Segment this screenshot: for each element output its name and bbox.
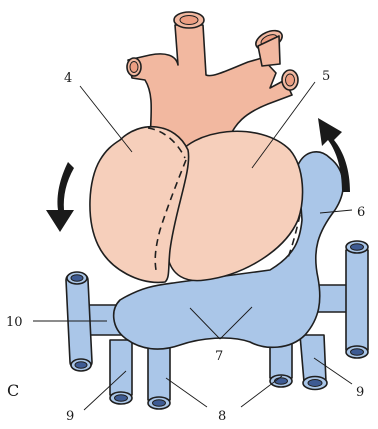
label-9-left: 9 (66, 409, 74, 424)
label-9-right: 9 (356, 385, 364, 400)
heart (90, 127, 303, 283)
lower-left-veins (110, 340, 170, 409)
panel-label: C (7, 381, 19, 400)
label-6: 6 (357, 205, 365, 220)
label-5: 5 (322, 69, 330, 84)
label-7: 7 (215, 349, 223, 364)
left-rotation-arrow (46, 162, 74, 232)
label-4: 4 (64, 71, 72, 86)
label-10: 10 (6, 315, 23, 330)
label-8: 8 (218, 409, 226, 424)
